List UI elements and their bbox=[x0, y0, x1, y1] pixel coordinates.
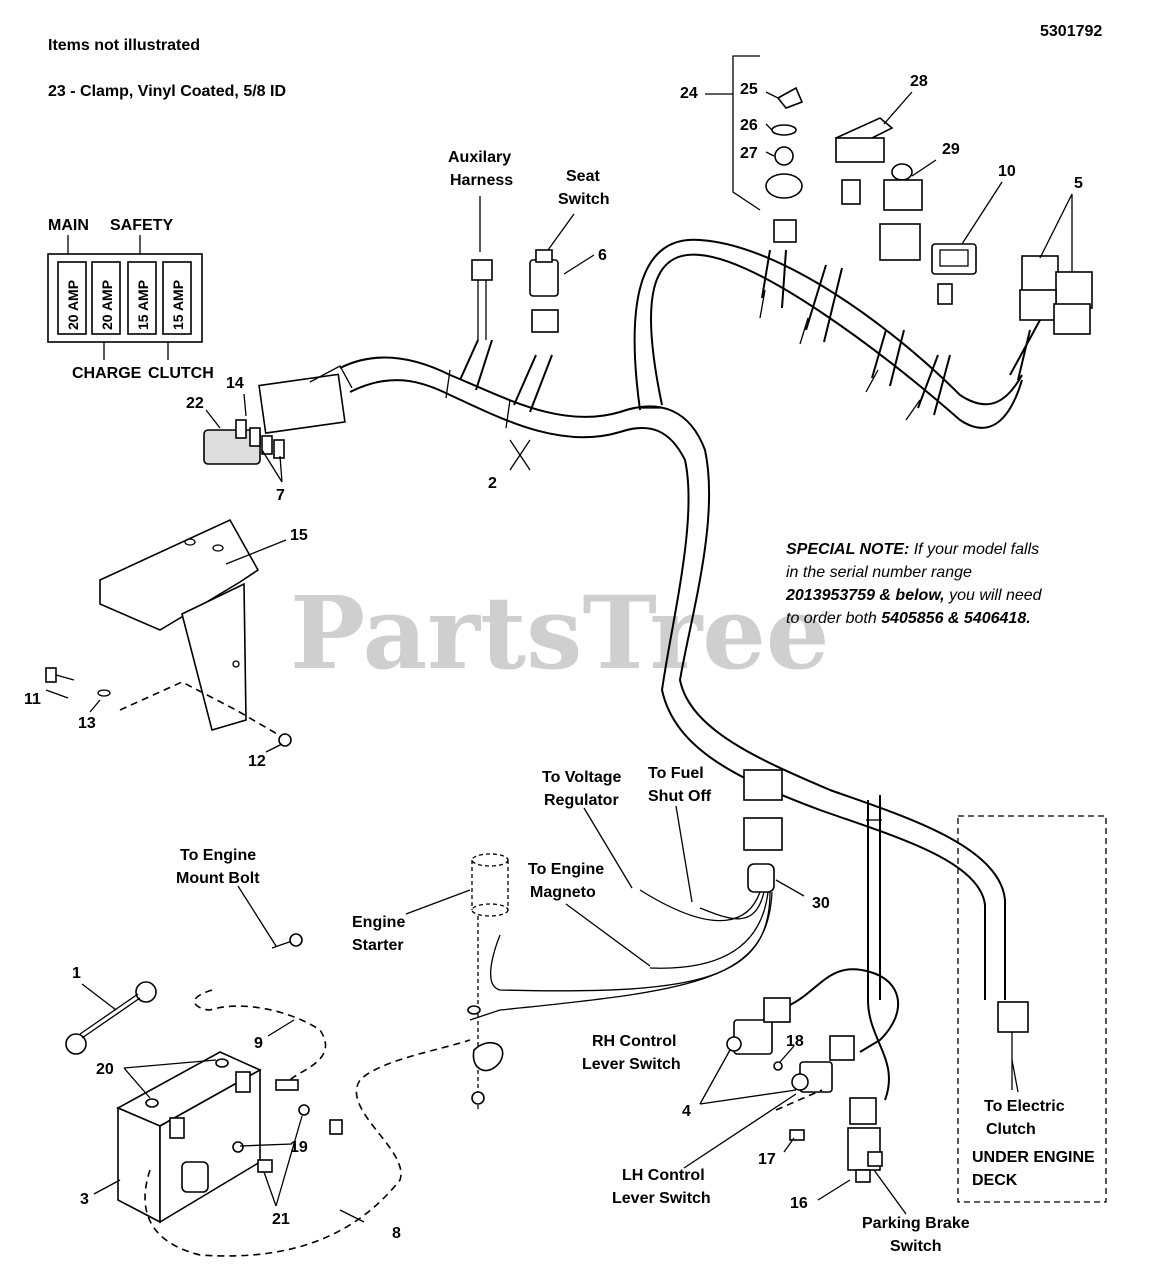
callout-5: 5 bbox=[1074, 175, 1083, 192]
fuse-4-rating: 15 AMP bbox=[170, 280, 186, 330]
watermark: PartsTree bbox=[290, 574, 830, 692]
callout-21: 21 bbox=[272, 1211, 290, 1228]
callout-11: 11 bbox=[24, 691, 41, 708]
label-mount-bolt: Mount Bolt bbox=[176, 870, 260, 887]
callout-25: 25 bbox=[740, 81, 758, 98]
svg-text:to order both 5405856 & 540641: to order both 5405856 & 5406418. bbox=[786, 610, 1031, 627]
label-to-voltage: To Voltage bbox=[542, 769, 622, 786]
auxilary-harness-connector bbox=[471, 259, 493, 340]
fuse-3-rating: 15 AMP bbox=[135, 280, 151, 330]
fuse-label-charge: CHARGE bbox=[72, 365, 142, 382]
callout-30: 30 bbox=[812, 895, 830, 912]
label-auxilary: Auxilary bbox=[448, 149, 511, 166]
callout-19: 19 bbox=[290, 1139, 308, 1156]
engine-starter bbox=[467, 853, 509, 1110]
callout-1: 1 bbox=[72, 965, 81, 982]
callout-15: 15 bbox=[290, 527, 308, 544]
svg-text:SPECIAL NOTE: If your model fa: SPECIAL NOTE: If your model falls bbox=[786, 541, 1039, 558]
label-engine: Engine bbox=[352, 914, 405, 931]
label-harness: Harness bbox=[450, 172, 513, 189]
label-to-fuel: To Fuel bbox=[648, 765, 704, 782]
special-note-line1: If your model falls bbox=[914, 541, 1039, 558]
callout-3: 3 bbox=[80, 1191, 89, 1208]
items-not-illustrated: Items not illustrated bbox=[48, 37, 200, 54]
engine-harness-connector bbox=[469, 769, 783, 1021]
fuse-2-rating: 20 AMP bbox=[99, 280, 115, 330]
special-note-serial: 2013953759 & below, bbox=[785, 587, 945, 604]
relay bbox=[834, 117, 894, 205]
label-magneto: Magneto bbox=[530, 884, 596, 901]
hour-meter bbox=[931, 243, 977, 305]
callout-20: 20 bbox=[96, 1061, 114, 1078]
fuse-block: MAIN SAFETY 20 AMP 20 AMP 15 AMP 15 AMP … bbox=[47, 217, 214, 382]
label-to-engine-magneto: To Engine bbox=[528, 861, 604, 878]
fuse-1-rating: 20 AMP bbox=[65, 280, 81, 330]
label-parking-brake: Parking Brake bbox=[862, 1215, 970, 1232]
label-rh-lever-switch: Lever Switch bbox=[582, 1056, 681, 1073]
callout-4: 4 bbox=[682, 1103, 691, 1120]
special-note: SPECIAL NOTE: If your model falls in the… bbox=[785, 541, 1043, 627]
callout-27: 27 bbox=[740, 145, 758, 162]
battery-assembly bbox=[65, 933, 471, 1257]
callout-22: 22 bbox=[186, 395, 204, 412]
label-to-electric: To Electric bbox=[984, 1098, 1065, 1115]
callout-18: 18 bbox=[786, 1033, 804, 1050]
diode-connectors bbox=[1019, 255, 1093, 335]
callout-16: 16 bbox=[790, 1195, 808, 1212]
label-seat: Seat bbox=[566, 168, 600, 185]
main-wiring-harness bbox=[339, 238, 1041, 1101]
special-note-line3: you will need bbox=[948, 587, 1043, 604]
callout-17: 17 bbox=[758, 1151, 776, 1168]
fuse-label-clutch: CLUTCH bbox=[148, 365, 214, 382]
callout-13: 13 bbox=[78, 715, 96, 732]
label-park-switch: Switch bbox=[890, 1238, 942, 1255]
callout-2: 2 bbox=[488, 475, 497, 492]
label-starter: Starter bbox=[352, 937, 404, 954]
callout-12: 12 bbox=[248, 753, 266, 770]
label-clutch: Clutch bbox=[986, 1121, 1036, 1138]
label-under-engine: UNDER ENGINE bbox=[972, 1149, 1095, 1166]
label-shut-off: Shut Off bbox=[648, 788, 712, 805]
callout-leaders bbox=[45, 91, 1073, 1223]
callout-29: 29 bbox=[942, 141, 960, 158]
fuse-holder-assembly bbox=[203, 365, 353, 465]
label-to-engine-mount: To Engine bbox=[180, 847, 256, 864]
watermark-trademark: ™ bbox=[820, 609, 832, 623]
special-note-line2: in the serial number range bbox=[786, 564, 972, 581]
special-note-part-numbers: 5405856 & 5406418. bbox=[881, 610, 1030, 627]
ignition-switch-assembly bbox=[732, 55, 804, 243]
callout-9: 9 bbox=[254, 1035, 263, 1052]
pto-switch bbox=[879, 163, 923, 261]
callout-14: 14 bbox=[226, 375, 244, 392]
callout-8: 8 bbox=[392, 1225, 401, 1242]
item-23-note: 23 - Clamp, Vinyl Coated, 5/8 ID bbox=[48, 83, 286, 100]
fuse-label-safety: SAFETY bbox=[110, 217, 173, 234]
callout-10: 10 bbox=[998, 163, 1016, 180]
callout-28: 28 bbox=[910, 73, 928, 90]
label-regulator: Regulator bbox=[544, 792, 619, 809]
label-rh-control: RH Control bbox=[592, 1033, 676, 1050]
svg-text:2013953759 & below, you will n: 2013953759 & below, you will need bbox=[785, 587, 1043, 604]
label-switch: Switch bbox=[558, 191, 610, 208]
label-lh-control: LH Control bbox=[622, 1167, 705, 1184]
label-deck: DECK bbox=[972, 1172, 1018, 1189]
fuse-label-main: MAIN bbox=[48, 217, 89, 234]
diagram-id: 5301792 bbox=[1040, 23, 1102, 40]
special-note-lead: SPECIAL NOTE: bbox=[786, 541, 909, 558]
callout-6: 6 bbox=[598, 247, 607, 264]
mounting-bracket bbox=[99, 518, 260, 732]
seat-switch bbox=[529, 249, 559, 333]
under-engine-deck-box bbox=[957, 815, 1107, 1203]
label-lh-lever-switch: Lever Switch bbox=[612, 1190, 711, 1207]
callout-24: 24 bbox=[680, 85, 698, 102]
callout-26: 26 bbox=[740, 117, 758, 134]
bracket-fasteners bbox=[45, 667, 292, 747]
special-note-line4: to order both bbox=[786, 610, 877, 627]
control-lever-switches bbox=[726, 968, 899, 1183]
callout-7: 7 bbox=[276, 487, 285, 504]
